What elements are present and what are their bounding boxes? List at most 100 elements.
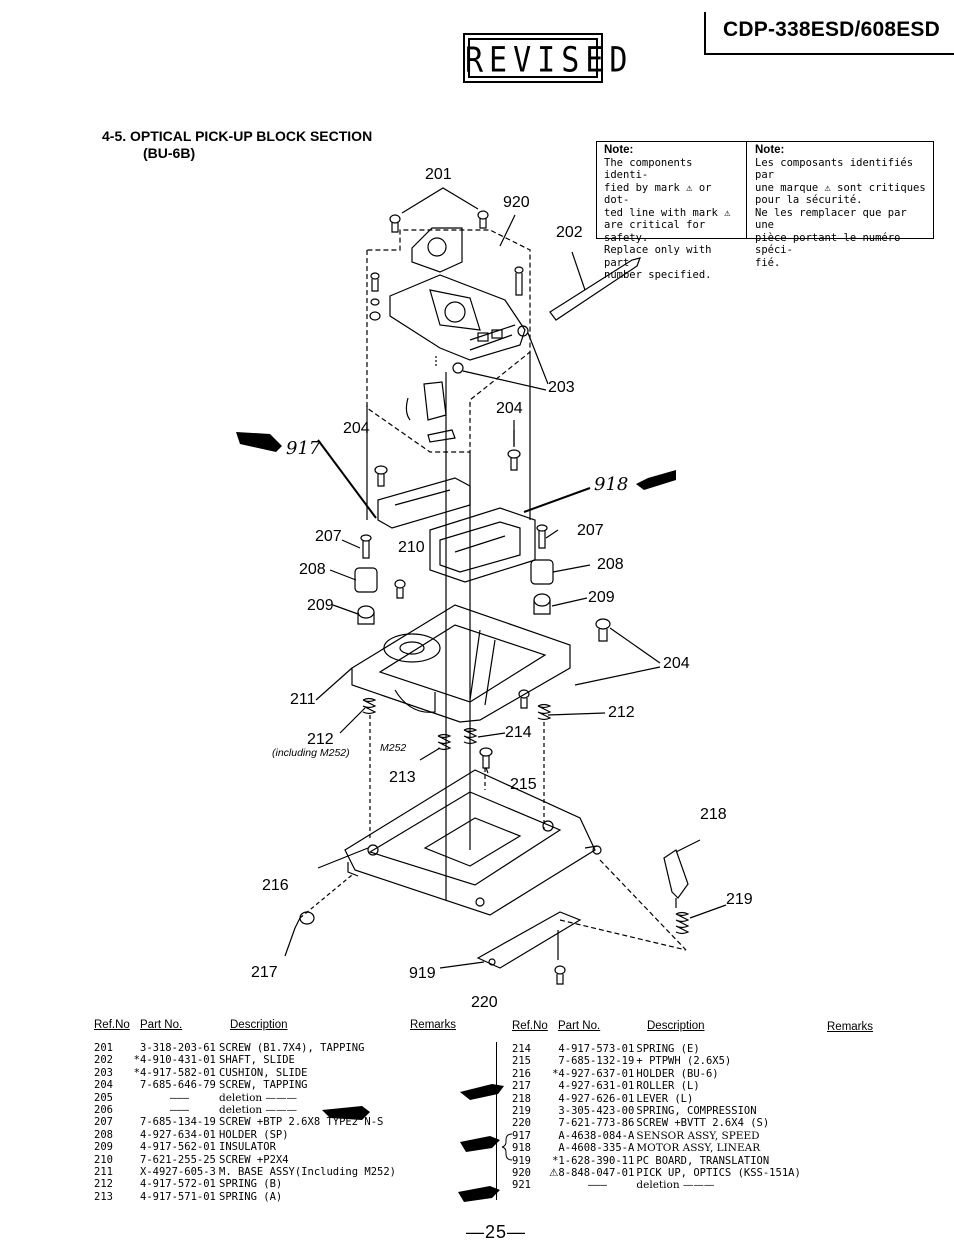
callout-207-left: 207 <box>315 528 342 545</box>
ref-cell: 206 <box>94 1103 113 1116</box>
spring-212-right <box>537 703 552 721</box>
desc-cell: ROLLER (L) <box>636 1080 700 1093</box>
revised-stamp: REVISED <box>463 33 627 83</box>
header-rule-horizontal <box>704 53 954 55</box>
exploded-view-diagram <box>236 187 727 985</box>
part-cell: 4-910-431-01 <box>140 1054 216 1067</box>
callout-212-left: 212 <box>307 731 334 748</box>
ref-cell: 918 <box>512 1142 531 1155</box>
desc-cell: SENSOR ASSY, SPEED <box>636 1129 760 1142</box>
screw-204-b <box>507 449 521 471</box>
including-m252-note: (including M252) <box>272 747 350 759</box>
part-cell: ——— <box>170 1091 189 1104</box>
ref-cell: 215 <box>512 1055 531 1068</box>
part-cell: 4-927-631-01 <box>558 1080 635 1093</box>
spring-219 <box>675 911 690 935</box>
part-cell: A-4638-084-A <box>558 1129 635 1142</box>
callout-218: 218 <box>700 806 727 823</box>
section-title-line2: (BU-6B) <box>143 145 196 161</box>
ref-cell: 214 <box>512 1043 531 1055</box>
callout-208-left: 208 <box>299 561 326 578</box>
part-cell: X-4927-605-3 <box>140 1165 216 1178</box>
mark-cell <box>132 1092 140 1104</box>
mark-cell <box>132 1116 140 1128</box>
stack-left <box>354 534 378 625</box>
desc-cell: SPRING, COMPRESSION <box>636 1104 757 1117</box>
note-en-line: ted line with mark ⚠ <box>604 206 731 219</box>
ref-cell: 202 <box>94 1054 113 1067</box>
spring-212-left <box>362 697 377 715</box>
sensor-holder-917 <box>377 477 471 529</box>
screw-201-left <box>389 214 401 233</box>
parts-column-separator <box>496 1042 497 1200</box>
mark-cell <box>549 1093 558 1105</box>
desc-cell: SCREW +P2X4 <box>219 1153 289 1166</box>
ref-cell: 218 <box>512 1092 531 1105</box>
note-french: Note: Les composants identifiés par une … <box>755 144 931 269</box>
desc-cell: SPRING (A) <box>219 1190 283 1203</box>
hand-pointer-918 <box>636 470 676 490</box>
stack-right <box>530 524 554 615</box>
callout-204-upper-left: 204 <box>343 420 370 437</box>
part-cell: 4-927-634-01 <box>140 1128 216 1141</box>
desc-cell: MOTOR ASSY, LINEAR <box>636 1142 761 1155</box>
note-fr-line: Les composants identifiés par <box>755 156 914 182</box>
desc-cell: SPRING (B) <box>219 1178 283 1191</box>
lever-218 <box>663 849 689 908</box>
pickup-assembly <box>366 229 531 453</box>
mark-cell <box>549 1043 558 1055</box>
mark-cell: * <box>133 1054 140 1067</box>
screw-210 <box>394 579 406 599</box>
header-ref-right: Ref.No <box>512 1020 548 1032</box>
ref-cell: 920 <box>512 1166 531 1179</box>
part-cell: 3-318-203-61 <box>140 1042 216 1054</box>
part-cell: A-4608-335-A <box>558 1142 635 1155</box>
callout-202: 202 <box>556 224 583 241</box>
desc-cell: SCREW, TAPPING <box>219 1079 308 1092</box>
ref-cell: 208 <box>94 1128 113 1141</box>
desc-cell: CUSHION, SLIDE <box>219 1066 308 1079</box>
mark-cell <box>132 1191 140 1203</box>
header-desc-right: Description <box>647 1020 705 1032</box>
note-en-line: number specified. <box>604 269 712 281</box>
part-cell: 7-685-134-19 <box>140 1116 216 1129</box>
desc-cell: HOLDER (BU-6) <box>636 1067 719 1080</box>
ref-cell: 213 <box>94 1190 113 1203</box>
desc-cell: SPRING (E) <box>636 1043 700 1055</box>
desc-cell: PC BOARD, TRANSLATION <box>636 1154 770 1167</box>
callout-220: 220 <box>471 994 498 1011</box>
section-title-line1: 4-5. OPTICAL PICK-UP BLOCK SECTION <box>102 128 373 144</box>
screw-215 <box>479 747 493 769</box>
desc-cell: SHAFT, SLIDE <box>219 1054 295 1067</box>
callout-209-left: 209 <box>307 597 334 614</box>
callout-210: 210 <box>398 539 425 556</box>
hand-pointer-icon <box>460 1136 500 1152</box>
pc-board-919 <box>476 911 582 969</box>
callout-216: 216 <box>262 877 289 894</box>
desc-cell: deletion ——— <box>219 1103 298 1116</box>
spring-214 <box>463 727 478 745</box>
part-cell: 7-685-132-19 <box>558 1055 635 1068</box>
ref-cell: 219 <box>512 1104 531 1117</box>
callout-208-right: 208 <box>597 556 624 573</box>
note-fr-line: pièce portant le numéro spéci- <box>755 231 901 257</box>
mark-cell <box>132 1141 140 1153</box>
desc-cell: M. BASE ASSY(Including M252) <box>219 1165 397 1178</box>
note-en-line: fied by mark ⚠ or dot- <box>604 181 712 207</box>
mark-cell <box>549 1055 558 1067</box>
hand-pointer-icon <box>460 1084 504 1100</box>
spring-213 <box>437 733 452 751</box>
